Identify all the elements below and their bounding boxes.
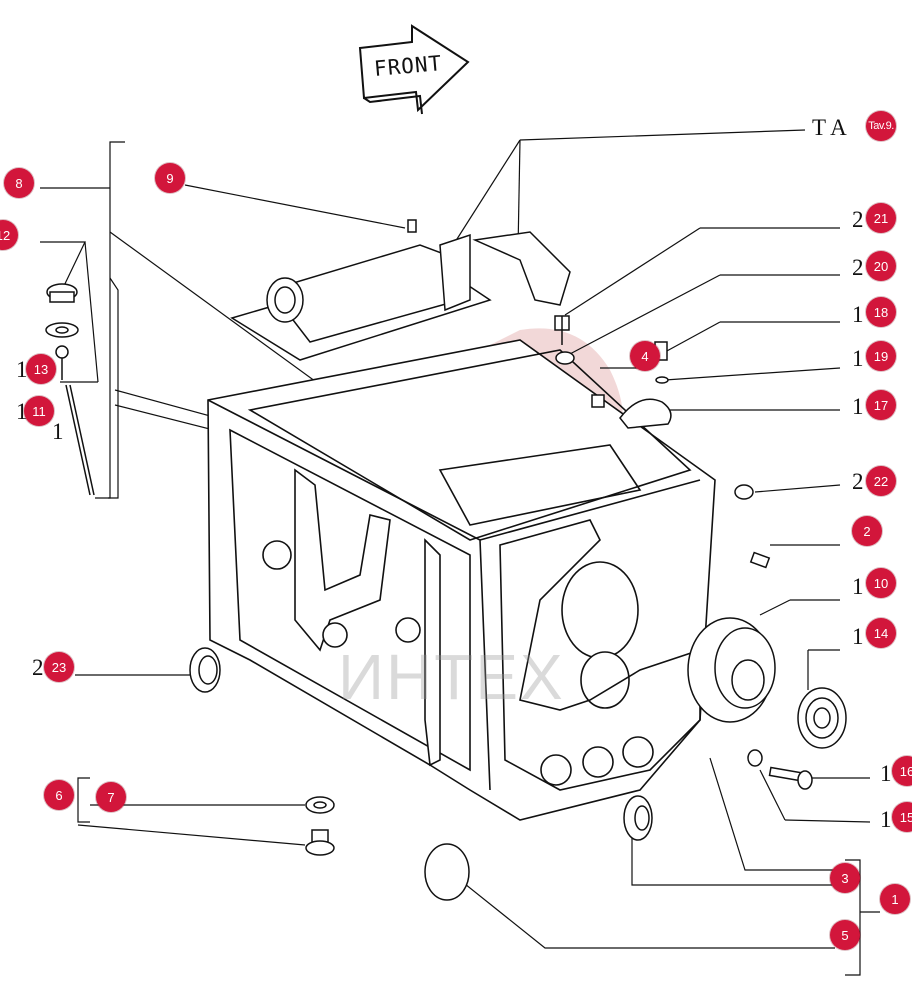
dipstick-assembly <box>45 283 95 496</box>
callout-3[interactable]: 3 <box>830 863 860 893</box>
callout-10[interactable]: 10 <box>866 568 896 598</box>
callout-22[interactable]: 22 <box>866 466 896 496</box>
part-number-fragment: 1 <box>852 574 864 599</box>
callout-14[interactable]: 14 <box>866 618 896 648</box>
part-number-fragment: 2 <box>32 655 44 680</box>
part-number-fragment: 2 <box>852 207 864 232</box>
front-arrow <box>358 24 470 115</box>
part-number-fragment: 1 <box>852 302 864 327</box>
callout-8[interactable]: 8 <box>4 168 34 198</box>
callout-20[interactable]: 20 <box>866 251 896 281</box>
callout-5[interactable]: 5 <box>830 920 860 950</box>
watermark-text: ИНТЕХ <box>338 641 565 713</box>
bottom-parts <box>189 647 653 901</box>
callout-19[interactable]: 19 <box>866 341 896 371</box>
callout-21[interactable]: 21 <box>866 203 896 233</box>
callout-17[interactable]: 17 <box>866 390 896 420</box>
callout-4[interactable]: 4 <box>630 341 660 371</box>
callout-18[interactable]: 18 <box>866 297 896 327</box>
callout-tav[interactable]: Tav.9. <box>866 111 896 141</box>
part-number-fragment: 1 <box>16 399 28 424</box>
callout-9[interactable]: 9 <box>155 163 185 193</box>
part-number-fragment: 1 <box>852 394 864 419</box>
callout-15[interactable]: 15 <box>892 802 912 832</box>
callout-6[interactable]: 6 <box>44 780 74 810</box>
callout-2[interactable]: 2 <box>852 516 882 546</box>
callout-11[interactable]: 11 <box>24 396 54 426</box>
tav-text: T A <box>812 115 847 140</box>
callout-1[interactable]: 1 <box>880 884 910 914</box>
part-number-fragment: 1 <box>52 419 64 444</box>
callout-7[interactable]: 7 <box>96 782 126 812</box>
part-number-fragment: 1 <box>16 357 28 382</box>
part-number-fragment: 1 <box>880 761 892 786</box>
part-number-fragment: 1 <box>852 624 864 649</box>
callout-12[interactable]: 12 <box>0 220 18 250</box>
callout-23[interactable]: 23 <box>44 652 74 682</box>
part-number-fragment: 1 <box>852 346 864 371</box>
top-cover <box>230 219 571 361</box>
callout-13[interactable]: 13 <box>26 354 56 384</box>
gearbox-housing <box>207 339 716 821</box>
side-parts <box>554 315 847 790</box>
leader-lines <box>40 129 880 976</box>
part-number-fragment: 1 <box>880 807 892 832</box>
part-number-fragment: 2 <box>852 469 864 494</box>
callout-16[interactable]: 16 <box>892 756 912 786</box>
part-number-fragment: 2 <box>852 255 864 280</box>
